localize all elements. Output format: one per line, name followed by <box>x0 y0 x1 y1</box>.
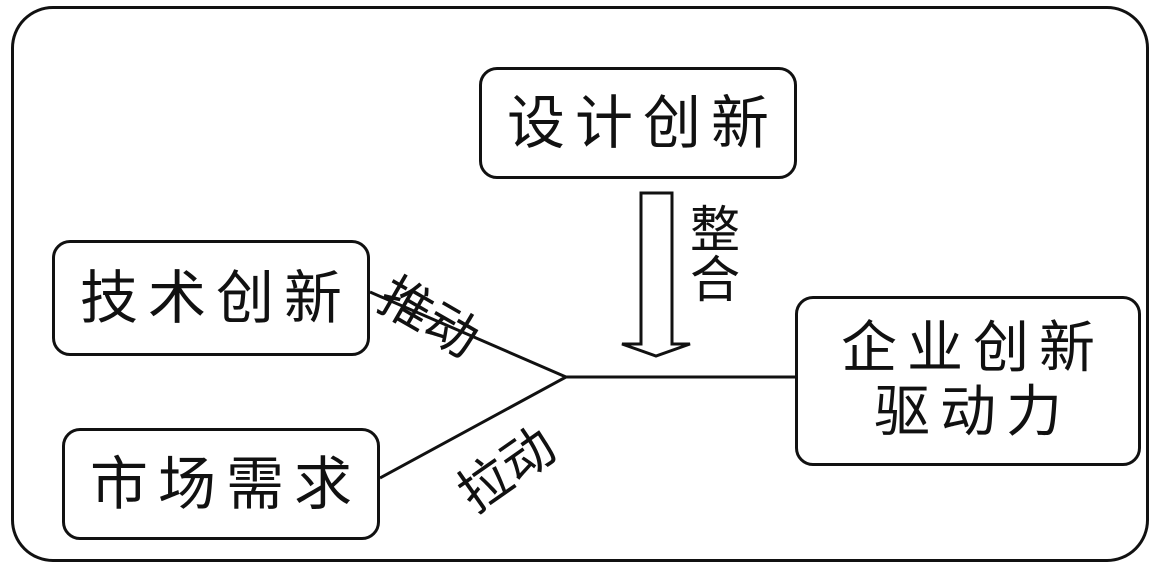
design-innovation-node: 设计创新 <box>479 67 797 179</box>
integrate-label: 整合 <box>682 203 740 303</box>
design-innovation-label: 设计创新 <box>506 88 779 157</box>
enterprise-driver-line1: 企业创新 <box>841 315 1105 381</box>
push-connector <box>369 290 567 379</box>
enterprise-driver-line2: 驱动力 <box>874 380 1072 445</box>
market-demand-label: 市场需求 <box>89 449 362 518</box>
enterprise-driver-text: 企业创新 驱动力 <box>831 315 1105 446</box>
tech-innovation-node: 技术创新 <box>52 240 370 356</box>
tech-innovation-label: 技术创新 <box>79 263 352 332</box>
integrate-arrow <box>621 191 691 358</box>
pull-connector <box>379 375 567 480</box>
diagram-frame <box>11 6 1149 562</box>
market-demand-node: 市场需求 <box>62 428 380 540</box>
enterprise-innovation-driver-node: 企业创新 驱动力 <box>795 296 1141 466</box>
